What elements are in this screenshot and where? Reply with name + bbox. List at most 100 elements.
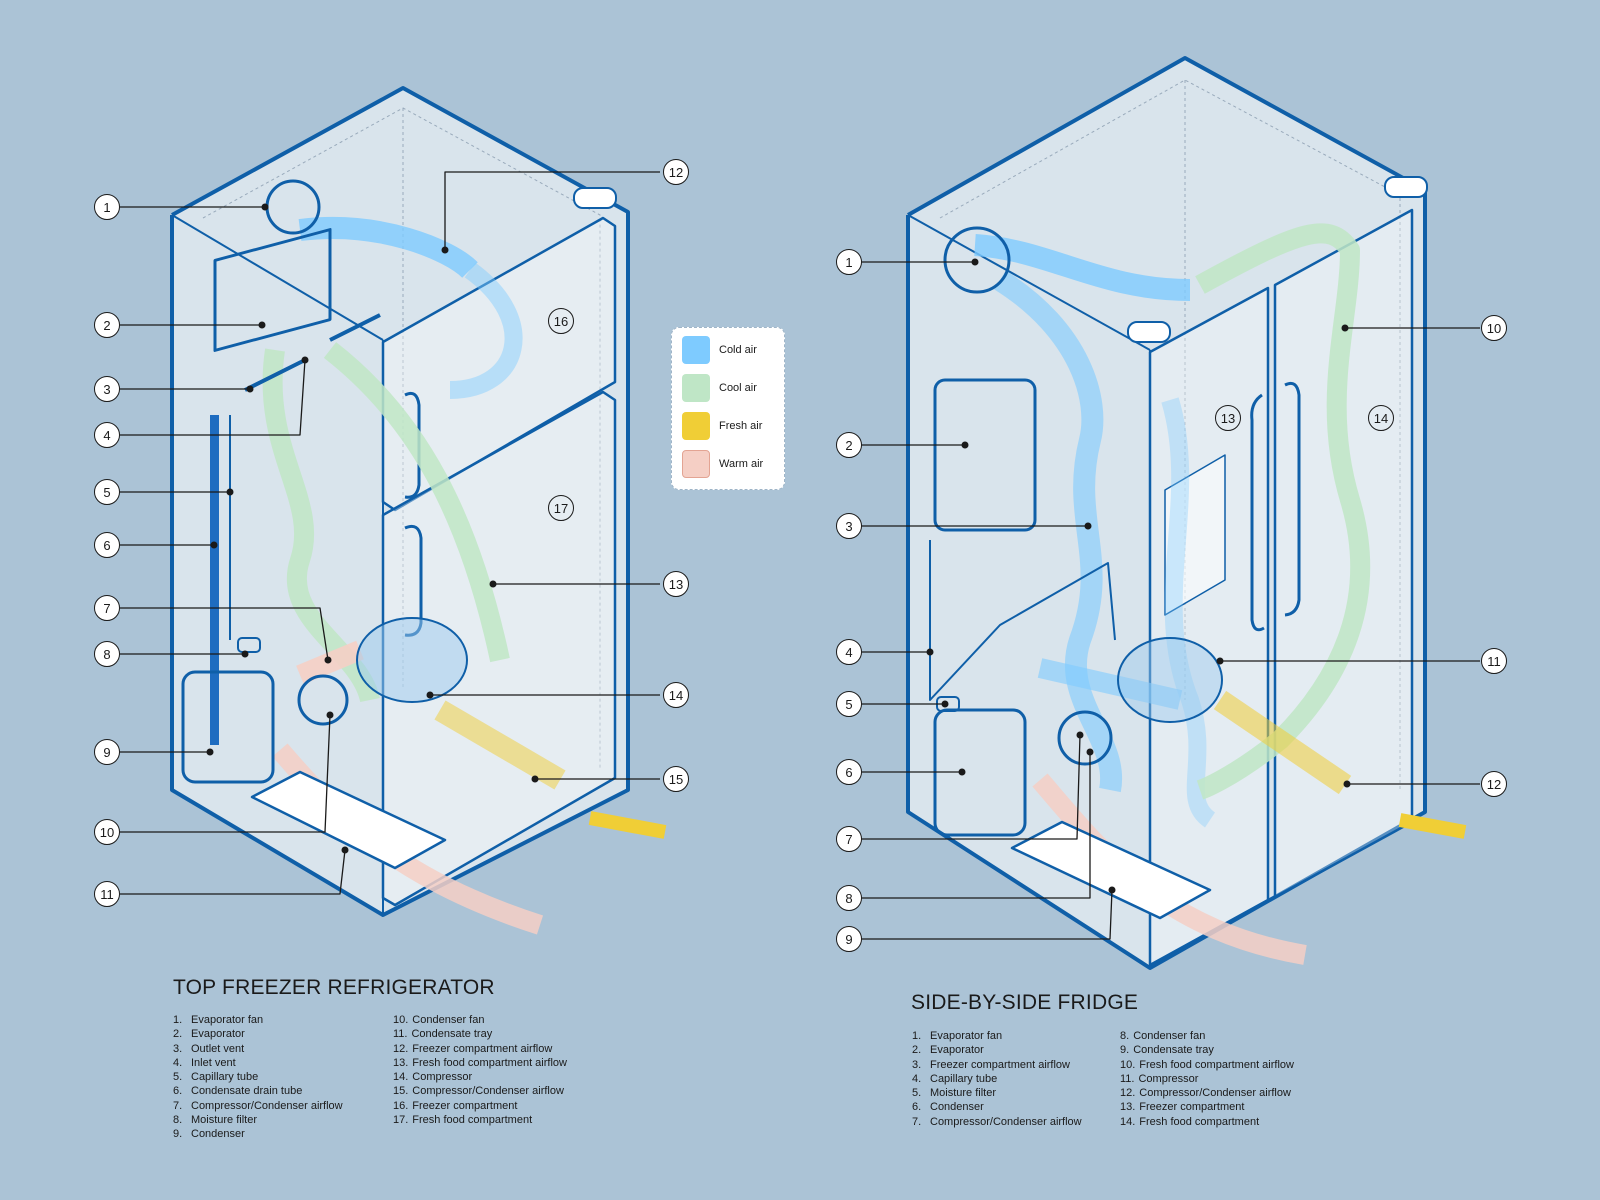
compressor — [1117, 637, 1223, 723]
parts-list-number: 11. — [1120, 1072, 1135, 1085]
side-by-side-fridge — [862, 56, 1480, 970]
hinge-cap-right — [1384, 176, 1428, 198]
legend-swatch-fresh — [682, 412, 710, 440]
hinge-cap-left — [1127, 321, 1171, 343]
parts-list-number: 7. — [173, 1099, 183, 1112]
callout-4: 4 — [94, 422, 120, 448]
parts-list-item: 2.Evaporator — [912, 1043, 1082, 1057]
parts-list-number: 4. — [912, 1072, 922, 1085]
parts-list-number: 6. — [173, 1085, 183, 1098]
parts-list-label: Evaporator fan — [191, 1014, 264, 1026]
parts-list-label: Condenser — [191, 1128, 245, 1141]
parts-list-number: 14. — [393, 1071, 409, 1084]
callout-7: 7 — [94, 595, 120, 621]
fridge-body-fill — [172, 88, 628, 915]
parts-list-number: 7. — [912, 1115, 922, 1128]
fridge-outline — [906, 56, 1427, 970]
callout-2: 2 — [94, 312, 120, 338]
parts-list-item: 3. Freezer compartment airflow — [912, 1058, 1082, 1072]
inner-dashed-box — [202, 107, 601, 770]
parts-list-number: 3. — [912, 1058, 922, 1071]
compartment-17-marker: 17 — [548, 495, 574, 521]
parts-list-label: Condenser fan — [412, 1014, 485, 1026]
callout-6: 6 — [836, 759, 862, 785]
cold-air-lower — [1037, 658, 1183, 710]
fresh-air-outflow — [1398, 813, 1467, 839]
parts-list-number: 5. — [173, 1071, 183, 1084]
legend-swatch-warm — [682, 450, 710, 478]
condenser-fan — [297, 674, 349, 726]
parts-list-item: 6. Condensate drain tube — [173, 1084, 343, 1098]
legend-label: Fresh air — [719, 420, 763, 432]
parts-list-label: Freezer compartment — [412, 1099, 518, 1112]
condenser-fan — [1057, 710, 1113, 766]
parts-list-item: 3.Outlet vent — [173, 1042, 343, 1056]
parts-list-label: Inlet vent — [191, 1056, 236, 1069]
parts-list-label: Capillary tube — [930, 1072, 998, 1085]
freezer-airflow-loop — [449, 262, 523, 399]
evaporator — [213, 228, 332, 352]
parts-list-label: Compressor — [1138, 1072, 1199, 1085]
freezer-airflow-down — [994, 270, 1123, 793]
parts-list-number: 1. — [912, 1030, 922, 1042]
parts-list-label: Condensate tray — [411, 1028, 493, 1041]
parts-list-label: Condensate drain tube — [191, 1085, 303, 1098]
parts-list-label: Freezer compartment airflow — [930, 1058, 1070, 1071]
parts-list-item: 8.Moisture filter — [173, 1113, 343, 1127]
callout-7: 7 — [836, 826, 862, 852]
legend-label: Cool air — [719, 382, 757, 394]
parts-list-item: 1.Evaporator fan — [912, 1029, 1082, 1043]
parts-list-number: 10. — [393, 1014, 409, 1026]
parts-list-item: 2.Evaporator — [173, 1027, 343, 1041]
moisture-filter — [237, 637, 261, 653]
parts-list-label: Condenser fan — [1133, 1030, 1206, 1042]
freezer-airflow-arrow — [298, 217, 478, 279]
callout-3: 3 — [94, 376, 120, 402]
parts-list-label: Freezer compartment airflow — [412, 1042, 553, 1055]
parts-list-number: 15. — [393, 1085, 409, 1098]
parts-list-number: 1. — [173, 1014, 183, 1026]
callout-1: 1 — [836, 249, 862, 275]
compartment-13-marker: 13 — [1215, 405, 1241, 431]
parts-list-label: Compressor/Condenser airflow — [1139, 1087, 1291, 1100]
fresh-air-outflow — [588, 811, 667, 839]
parts-list-item: 9.Condensate tray — [1120, 1043, 1294, 1057]
parts-list-item: 10.Fresh food compartment airflow — [1120, 1058, 1294, 1072]
parts-list-item: 7.Compressor/Condenser airflow — [173, 1099, 343, 1113]
parts-list-item: 14.Compressor — [393, 1070, 567, 1084]
callout-8: 8 — [94, 641, 120, 667]
parts-list-item: 4.Inlet vent — [173, 1056, 343, 1070]
parts-list-item: 6.Condenser — [912, 1100, 1082, 1114]
parts-list-number: 3. — [173, 1042, 183, 1055]
callout-13: 13 — [663, 571, 689, 597]
top-freezer-title: TOP FREEZER REFRIGERATOR — [173, 976, 495, 999]
callout-9: 9 — [836, 926, 862, 952]
parts-list-label: Freezer compartment — [1139, 1101, 1245, 1114]
outlet-vent — [244, 358, 306, 392]
parts-list-item: 16.Freezer compartment — [393, 1099, 567, 1113]
callout-12: 12 — [1481, 771, 1507, 797]
callout-5: 5 — [94, 479, 120, 505]
top-freezer-fridge — [120, 86, 667, 935]
legend-item-fresh: Fresh air — [682, 412, 762, 440]
evaporator — [933, 378, 1037, 532]
parts-list-number: 11. — [393, 1028, 408, 1041]
parts-list-number: 13. — [393, 1056, 409, 1069]
parts-list-item: 11.Compressor — [1120, 1072, 1294, 1086]
parts-list-label: Moisture filter — [930, 1087, 997, 1100]
freezer-airflow-door — [1161, 397, 1216, 828]
freezer-door-handle — [1250, 393, 1265, 632]
parts-list-item: 14.Fresh food compartment — [1120, 1115, 1294, 1129]
fresh-food-airflow — [323, 342, 510, 663]
parts-list-label: Condenser — [930, 1101, 984, 1114]
parts-list-item: 5.Capillary tube — [173, 1070, 343, 1084]
legend-swatch-cool — [682, 374, 710, 402]
callout-11: 11 — [94, 881, 120, 907]
parts-list-number: 16. — [393, 1099, 409, 1112]
parts-list-number: 8. — [173, 1114, 183, 1127]
callout-14: 14 — [663, 682, 689, 708]
side-by-side-title: SIDE-BY-SIDE FRIDGE — [911, 991, 1139, 1014]
legend-label: Warm air — [719, 458, 764, 470]
